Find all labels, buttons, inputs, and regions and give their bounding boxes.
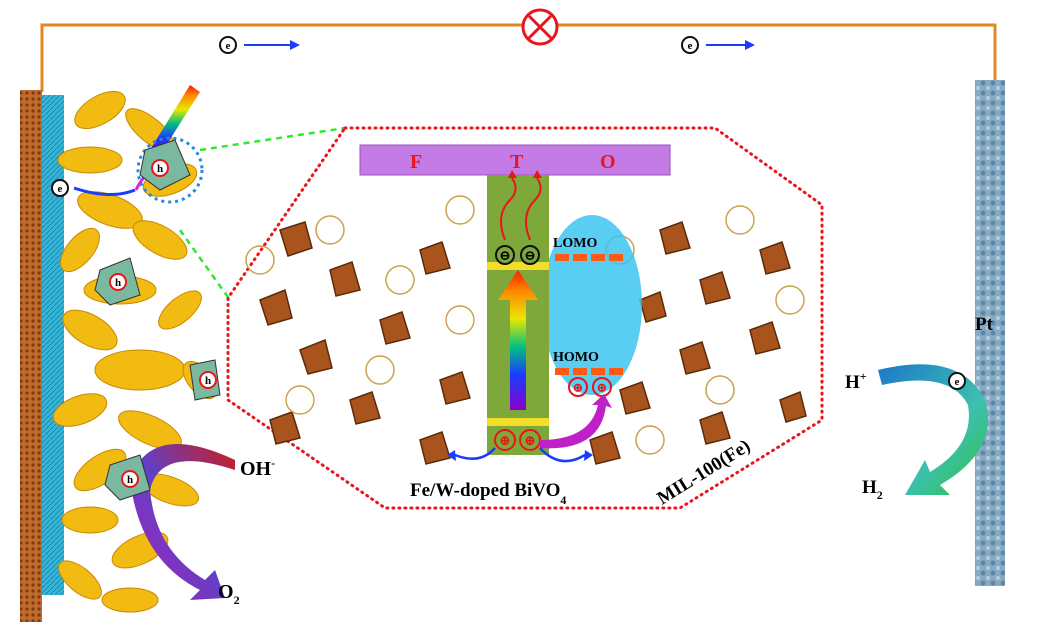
reduction-arrow	[878, 364, 988, 495]
svg-text:h: h	[157, 163, 163, 175]
electron-flow-right: e	[681, 36, 755, 54]
bivo4-label: Fe/W-doped BiVO4	[410, 480, 566, 507]
mil-100-framework	[245, 195, 807, 465]
electron-flow-left: e	[219, 36, 300, 54]
cyan-layer	[42, 95, 64, 595]
oxygen-label: O2	[218, 581, 240, 607]
proton-label: H+	[845, 369, 867, 393]
svg-text:h: h	[205, 375, 211, 387]
svg-text:⊕: ⊕	[524, 434, 536, 449]
bivo4-particles	[52, 90, 218, 613]
electrons-cb: ⊖ ⊖	[495, 245, 540, 265]
svg-text:e: e	[58, 183, 63, 195]
svg-text:⊕: ⊕	[499, 434, 511, 449]
fto-letter-f: F	[410, 151, 422, 173]
svg-text:⊕: ⊕	[573, 380, 584, 395]
electron-symbol: e	[688, 40, 693, 52]
hole-transfer-arrow	[540, 394, 612, 449]
light-arrow	[150, 85, 200, 155]
zoom-connector	[178, 126, 346, 301]
hole-spread-arrows	[454, 447, 586, 463]
electron-at-pt	[948, 372, 966, 390]
electron-to-fto-arrows	[500, 177, 542, 241]
hydrogen-label: H2	[862, 477, 883, 502]
valence-band-edge	[487, 418, 549, 426]
pt-label: Pt	[975, 314, 994, 335]
fto-substrate-left	[20, 90, 42, 622]
mof-polyhedron-hole: h	[94, 257, 141, 306]
fto-letter-o: O	[600, 151, 616, 173]
mof-polyhedron-hole: h	[104, 454, 151, 501]
svg-text:⊖: ⊖	[499, 249, 511, 264]
load-icon	[521, 8, 559, 46]
conduction-band-edge	[487, 262, 549, 270]
electron-symbol: e	[955, 376, 960, 388]
mof-polyhedron-hole: h	[139, 139, 191, 191]
lomo-level	[555, 254, 623, 261]
svg-text:⊕: ⊕	[597, 380, 608, 395]
electron-transfer-left: e	[51, 174, 147, 197]
electron-symbol: e	[226, 40, 231, 52]
homo-label: HOMO	[553, 350, 599, 365]
zoom-circle	[136, 136, 204, 204]
svg-text:⊖: ⊖	[524, 249, 536, 264]
zoom-inset-outline	[226, 126, 824, 510]
svg-text:h: h	[127, 474, 133, 486]
fto-bar	[359, 144, 671, 176]
fto-letter-t: T	[510, 151, 524, 173]
hydroxide-label: OH-	[240, 456, 275, 480]
svg-text:h: h	[115, 277, 121, 289]
lomo-label: LOMO	[553, 236, 597, 251]
homo-level	[555, 368, 623, 375]
mof-polyhedron-hole: h	[189, 359, 221, 401]
excitation-arrow	[498, 270, 538, 410]
oxidation-arrow	[130, 444, 235, 600]
pt-electrode	[975, 80, 1005, 586]
external-circuit-wire	[40, 23, 997, 92]
